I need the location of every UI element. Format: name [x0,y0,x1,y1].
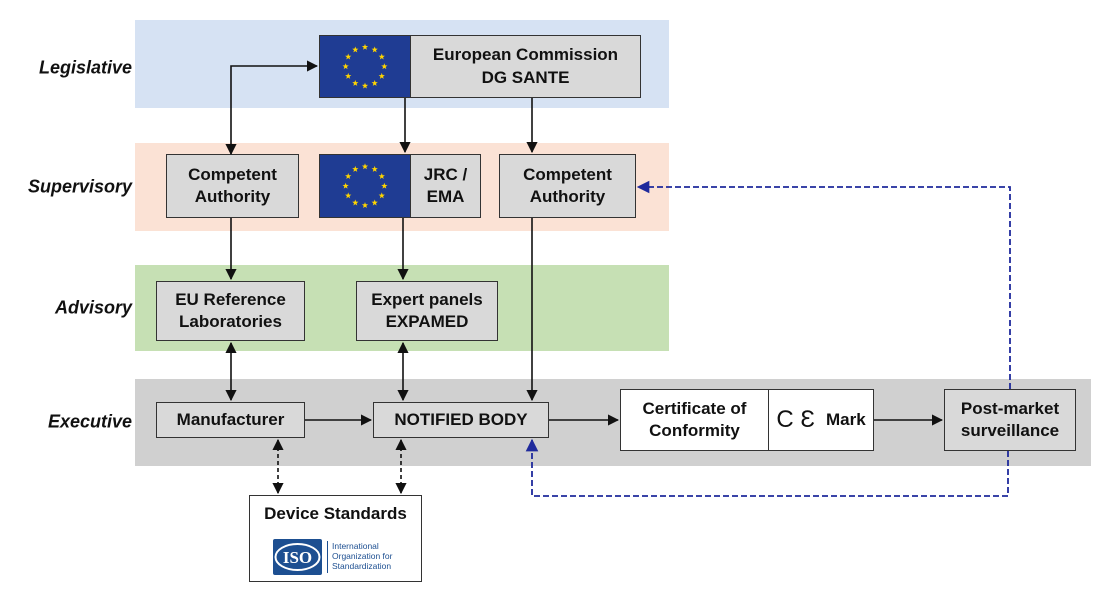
tier-label-executive: Executive [47,411,132,432]
eu-star-icon [371,79,378,86]
eu-star-icon [361,82,369,89]
european-commission-node: European Commission DG SANTE [410,35,641,98]
iso-divider [327,541,328,573]
iso-line2: Organization for [332,550,393,561]
device-standards-title: Device Standards [264,504,407,523]
post-market-line2: surveillance [960,421,1060,440]
eu-star-icon [378,72,385,79]
manufacturer-label: Manufacturer [176,409,285,429]
eu-star-icon [378,53,385,60]
jrc-ema-line2: EMA [426,187,465,206]
ce-mark: C Ɛ Mark [769,390,873,450]
ce-mark-label: Mark [825,409,866,429]
tier-label-legislative: Legislative [38,57,132,78]
notified-body-node: NOTIFIED BODY [373,402,549,438]
eu-star-icon [345,72,352,79]
eu-star-icon [361,202,369,209]
ce-mark-icon: C Ɛ [776,406,816,434]
eu-star-icon [378,192,385,199]
eu-star-icon [345,173,352,179]
eu-star-icon [371,199,378,206]
certificate-line1: Certificate of [642,398,747,418]
eu-star-icon [361,163,369,170]
jrc-ema-node: JRC / EMA [410,154,481,218]
european-commission-line1: European Commission [432,45,619,65]
notified-body-label: NOTIFIED BODY [394,409,528,429]
eu-star-icon [342,63,349,70]
european-commission-line2: DG SANTE [481,67,570,87]
post-market-surveillance-node: Post-market surveillance [944,389,1076,451]
eu-star-icon [381,63,388,70]
competent-authority-right-node: Competent Authority [499,154,636,218]
eu-star-icon [381,182,388,189]
eu-star-icon [345,192,352,199]
eu-star-icon [352,46,359,53]
eu-flag-icon [319,35,411,98]
device-standards-node: Device Standards ISO International Organ… [249,495,422,582]
jrc-ema-line1: JRC / [423,164,468,184]
eu-star-icon [371,46,378,53]
iso-logo: ISO [273,539,322,575]
competent-authority-right-line1: Competent [523,164,612,184]
eu-star-icon [361,43,369,50]
certificate-line2: Conformity [649,421,740,440]
eu-reference-labs-line2: Laboratories [179,312,282,331]
eu-reference-labs-node: EU Reference Laboratories [156,281,305,341]
eu-star-icon [352,199,359,206]
eu-star-icon [352,79,359,86]
eu-star-icon [345,53,352,60]
eu-reference-labs-line1: EU Reference [175,289,286,309]
expert-panels-line1: Expert panels [371,289,483,309]
eu-star-icon [342,182,349,189]
competent-authority-left-line1: Competent [188,164,277,184]
competent-authority-right-line2: Authority [529,187,606,206]
eu-star-icon [371,165,378,172]
expert-panels-node: Expert panels EXPAMED [356,281,498,341]
manufacturer-node: Manufacturer [156,402,305,438]
eu-star-icon [352,165,359,172]
feedback-arrow-post-market-competent [636,180,1011,389]
competent-authority-left-line2: Authority [194,187,271,206]
certificate-ce-node: Certificate of Conformity C Ɛ Mark [620,389,874,451]
iso-line3: Standardization [332,560,392,571]
certificate-of-conformity: Certificate of Conformity [621,390,768,450]
post-market-line1: Post-market [960,398,1060,418]
expert-panels-line2: EXPAMED [385,312,469,331]
iso-organization-name: International Organization for Standardi… [332,541,393,571]
tier-label-supervisory: Supervisory [27,176,132,197]
certificate-divider [768,390,769,450]
iso-line1: International [332,541,379,551]
competent-authority-left-node: Competent Authority [166,154,299,218]
tier-label-advisory: Advisory [54,297,132,318]
iso-logo-text: ISO [283,548,312,567]
eu-flag-icon [319,154,411,218]
eu-star-icon [378,173,385,179]
